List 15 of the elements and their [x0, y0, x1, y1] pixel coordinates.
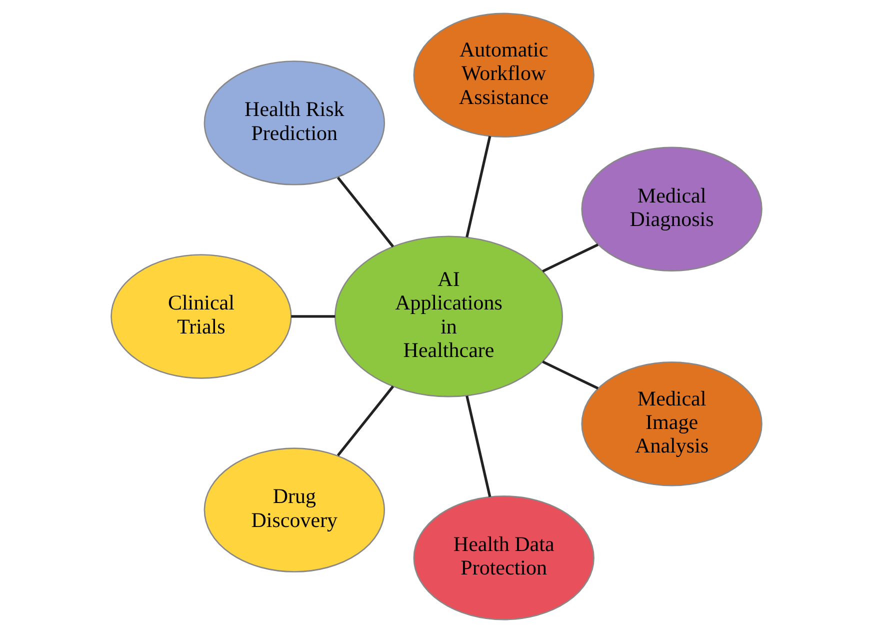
connector: [336, 386, 394, 456]
connector: [291, 315, 336, 318]
node-ellipse: Automatic Workflow Assistance: [413, 12, 594, 138]
node-ellipse: Health Data Protection: [413, 495, 594, 620]
node-ellipse: AI Applications in Healthcare: [334, 236, 563, 398]
node-ellipse: Medical Image Analysis: [581, 362, 762, 486]
connector: [542, 243, 599, 272]
connector: [542, 360, 599, 390]
connector: [466, 396, 492, 498]
connector: [336, 176, 394, 248]
node-ellipse: Medical Diagnosis: [581, 146, 762, 272]
node-ellipse: Health Risk Prediction: [204, 60, 385, 186]
node-ellipse: Drug Discovery: [204, 448, 385, 572]
connector: [466, 136, 492, 238]
node-ellipse: Clinical Trials: [110, 254, 292, 379]
